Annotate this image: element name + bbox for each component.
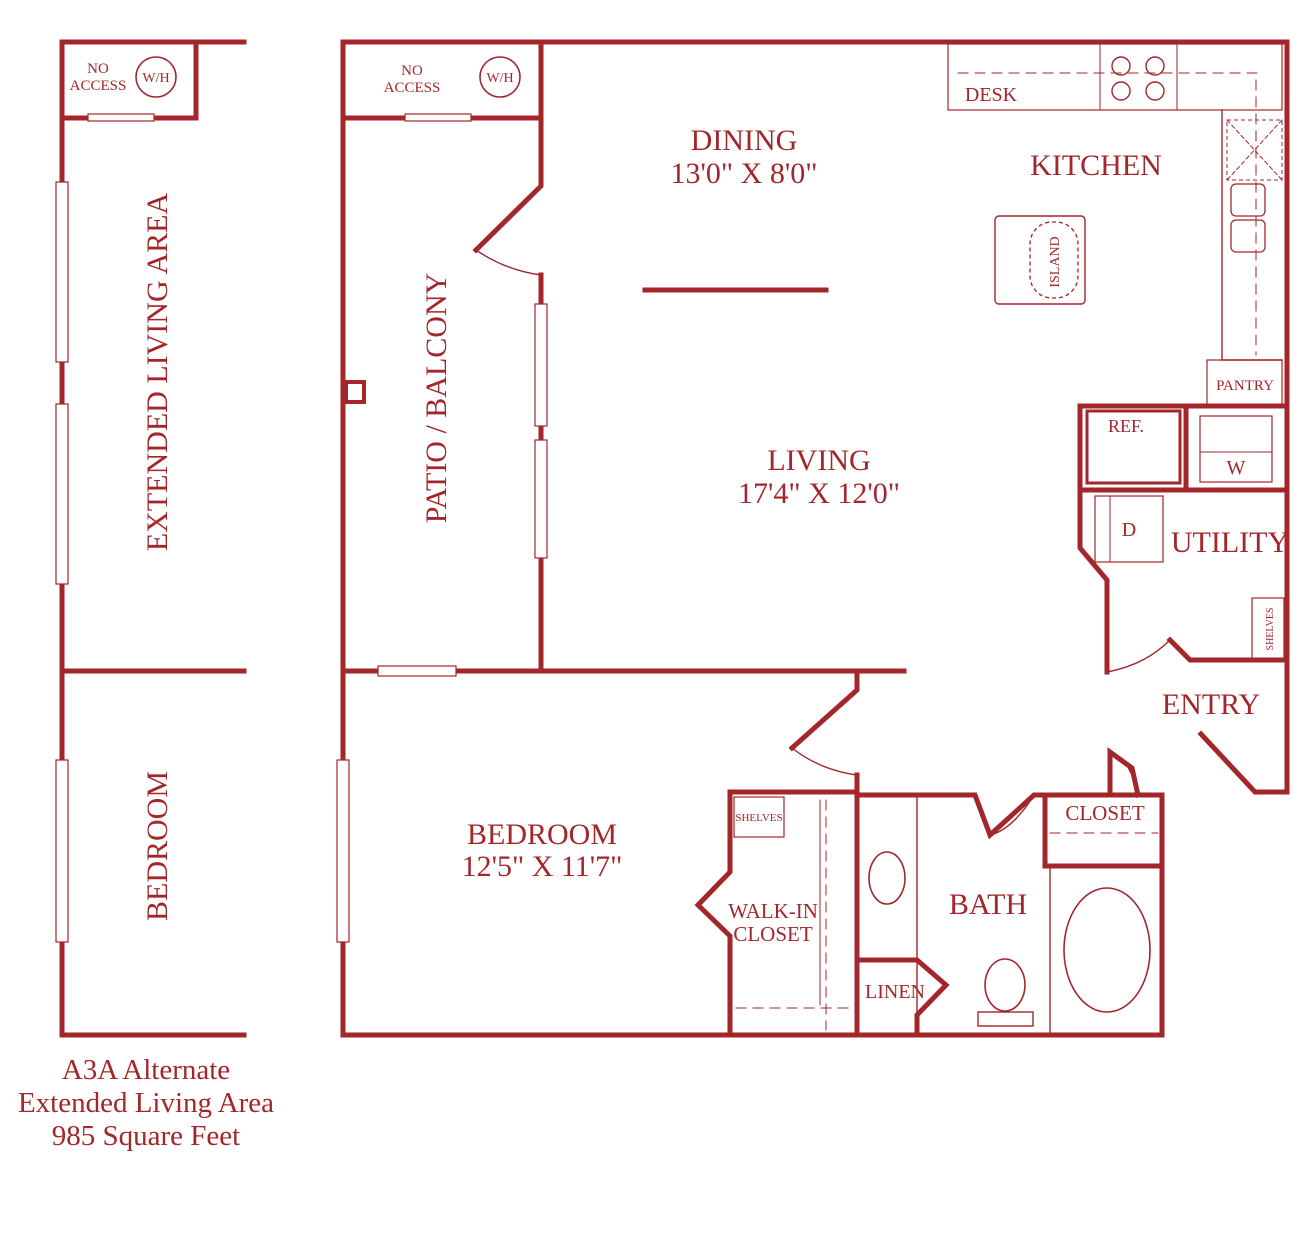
desk-label: DESK bbox=[965, 84, 1018, 106]
island-label: ISLAND bbox=[1048, 236, 1063, 287]
caption-line-1: A3A Alternate bbox=[61, 1054, 231, 1086]
washer bbox=[1199, 415, 1273, 483]
burner bbox=[1111, 81, 1131, 101]
entry-closet-walls bbox=[1042, 792, 1165, 869]
bath-door-swing bbox=[989, 794, 1035, 836]
kitchen-sink bbox=[1230, 183, 1266, 217]
sliding-door bbox=[534, 439, 548, 559]
bedroom-size: 12'5" X 11'7" bbox=[462, 850, 623, 883]
no-access-label-line1: NO bbox=[401, 63, 423, 79]
toilet-tank bbox=[977, 1011, 1034, 1027]
patio-wall-upper bbox=[472, 39, 544, 254]
outer-wall-top-right bbox=[340, 39, 1290, 795]
kitchen-label: KITCHEN bbox=[1030, 149, 1162, 182]
sliding-door bbox=[534, 303, 548, 427]
extended-bedroom-label: BEDROOM bbox=[141, 771, 174, 921]
walk-in-shelves-label: SHELVES bbox=[735, 812, 782, 824]
bath-sink bbox=[868, 851, 906, 905]
dryer bbox=[1094, 495, 1164, 563]
utility-left-wall bbox=[1077, 403, 1110, 675]
dryer-label: D bbox=[1122, 519, 1136, 541]
burner bbox=[1145, 81, 1165, 101]
window bbox=[55, 181, 69, 363]
linen-closet-walls bbox=[854, 957, 950, 1038]
walk-in-shelves bbox=[733, 796, 785, 838]
kitchen-sink bbox=[1230, 219, 1266, 253]
refrigerator bbox=[1085, 409, 1182, 485]
caption-line-2: Extended Living Area bbox=[17, 1087, 275, 1119]
walk-in-closet-label-line1: WALK-IN bbox=[728, 899, 818, 923]
living-label: LIVING bbox=[767, 444, 870, 477]
utility-door-swing bbox=[1106, 639, 1171, 673]
outer-wall-left-bottom bbox=[340, 39, 1165, 1038]
entry-label: ENTRY bbox=[1162, 688, 1260, 721]
no-access-label-line2: ACCESS bbox=[384, 80, 441, 96]
linen-label: LINEN bbox=[865, 981, 925, 1003]
living-size: 17'4" X 12'0" bbox=[738, 477, 900, 510]
dishwasher-cross bbox=[1226, 119, 1283, 181]
bathtub bbox=[1063, 887, 1151, 1013]
water-heater-symbol bbox=[479, 56, 521, 98]
bedroom-window bbox=[377, 665, 457, 677]
island-sink bbox=[1029, 221, 1079, 299]
dining-label: DINING bbox=[691, 124, 798, 157]
burner bbox=[1145, 56, 1165, 76]
pantry-label: PANTRY bbox=[1216, 378, 1274, 394]
toilet bbox=[984, 958, 1026, 1012]
wh-vent bbox=[404, 113, 472, 122]
water-heater-symbol bbox=[135, 56, 177, 98]
ref-label: REF. bbox=[1108, 416, 1144, 436]
dining-size: 13'0" X 8'0" bbox=[671, 157, 818, 190]
bath-top-wall bbox=[854, 792, 1048, 840]
closet-label: CLOSET bbox=[1065, 801, 1145, 825]
water-heater-label: W/H bbox=[486, 71, 513, 86]
patio-balcony-label: PATIO / BALCONY bbox=[420, 273, 453, 524]
island bbox=[994, 215, 1086, 305]
wh-closet-vent bbox=[87, 113, 155, 122]
walk-in-closet-label-line2: CLOSET bbox=[733, 922, 813, 946]
bath-label: BATH bbox=[949, 888, 1027, 921]
extended-area: NO ACCESS W/H EXTENDED LIVING AREA BEDRO… bbox=[55, 39, 247, 1038]
kitchen-counter bbox=[947, 43, 1283, 111]
water-heater-label: W/H bbox=[142, 71, 169, 86]
extended-living-area-label: EXTENDED LIVING AREA bbox=[141, 193, 174, 552]
utility-shelves-label: SHELVES bbox=[1265, 608, 1276, 651]
patio-post bbox=[344, 380, 366, 404]
bedroom-label: BEDROOM bbox=[467, 818, 617, 851]
no-access-label-line2: ACCESS bbox=[70, 78, 127, 94]
dishwasher bbox=[1226, 119, 1283, 181]
dishwasher-cross bbox=[1226, 119, 1283, 181]
window bbox=[55, 403, 69, 585]
cooktop-burners bbox=[1111, 56, 1165, 101]
bedroom-side-window bbox=[336, 759, 350, 943]
main-plan: NO ACCESS W/H PATIO / BALCONY DINING 13'… bbox=[336, 39, 1290, 1038]
patio-door-swing bbox=[475, 249, 542, 276]
window bbox=[55, 759, 69, 943]
extended-windows bbox=[55, 181, 69, 943]
bedroom-door-swing bbox=[791, 747, 858, 776]
bedroom-door-wall bbox=[788, 668, 860, 752]
utility-bottom-wall bbox=[1166, 636, 1290, 663]
closet-door-swing bbox=[1109, 751, 1139, 796]
burner bbox=[1111, 56, 1131, 76]
walk-in-left-wall bbox=[694, 789, 733, 1038]
no-access-label-line1: NO bbox=[87, 61, 109, 77]
washer-label: W bbox=[1227, 457, 1246, 479]
entry-door-jamb bbox=[1107, 747, 1141, 798]
utility-label: UTILITY bbox=[1171, 526, 1289, 559]
caption-line-3: 985 Square Feet bbox=[51, 1120, 241, 1152]
